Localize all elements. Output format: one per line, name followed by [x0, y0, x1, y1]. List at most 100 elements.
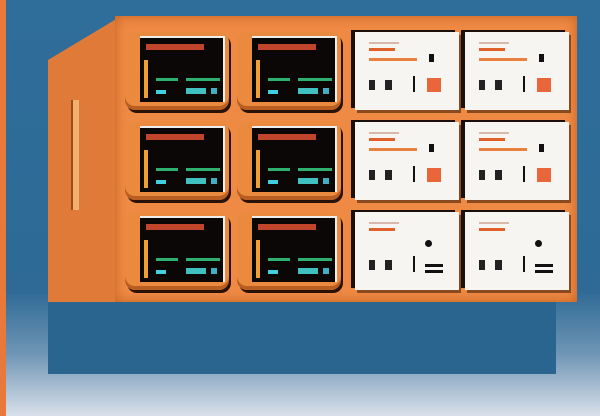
screen-c3-element	[323, 88, 329, 94]
screen-scr-element	[252, 126, 337, 192]
screen-g2-element	[298, 168, 332, 171]
monitor-screen-unit	[237, 212, 341, 290]
control-panel-unit	[355, 212, 459, 290]
side-handle-slot	[71, 100, 79, 210]
panel-sq-element	[427, 168, 441, 182]
cabinet-side-panel	[48, 18, 118, 302]
control-panel-unit	[465, 32, 569, 110]
panel-v-element	[413, 76, 415, 92]
panel-b2-element	[385, 80, 392, 90]
screen-g2-element	[186, 78, 220, 81]
screen-c1-element	[268, 90, 278, 94]
left-edge-strip	[0, 0, 6, 416]
screen-scr-element	[140, 216, 225, 282]
panel-dot-element	[535, 240, 542, 247]
screen-vbar-element	[144, 150, 148, 188]
panel-lbl-element	[479, 48, 505, 51]
panel-knob-element	[539, 144, 544, 152]
panel-b1-element	[369, 80, 375, 90]
screen-g1-element	[156, 258, 178, 261]
screen-scr-element	[252, 216, 337, 282]
cabinet-front	[115, 16, 577, 302]
panel-b1-element	[369, 170, 375, 180]
panel-sq-element	[537, 78, 551, 92]
screen-c2-element	[186, 88, 206, 94]
panel-lbl-element	[369, 48, 395, 51]
panel-sq-element	[427, 78, 441, 92]
screen-g2-element	[186, 168, 220, 171]
screen-scr-element	[140, 126, 225, 192]
screen-g2-element	[298, 78, 332, 81]
panel-v-element	[523, 166, 525, 182]
screen-vbar-element	[256, 60, 260, 98]
panel-lbl-element	[479, 138, 505, 141]
panel-t-element	[479, 222, 509, 224]
screen-c2-element	[298, 88, 318, 94]
monitor-screen-unit	[125, 32, 229, 110]
panel-b2-element	[495, 80, 502, 90]
control-panel-unit	[355, 122, 459, 200]
screen-c1-element	[268, 180, 278, 184]
screen-g1-element	[268, 258, 290, 261]
screen-c1-element	[268, 270, 278, 274]
screen-c2-element	[186, 268, 206, 274]
panel-b1-element	[479, 170, 485, 180]
panel-b2-element	[385, 170, 392, 180]
panel-line-element	[369, 148, 417, 151]
panel-knob-element	[429, 144, 434, 152]
panel-h-element	[425, 264, 443, 267]
panel-lbl-element	[369, 138, 395, 141]
control-panel-unit	[465, 122, 569, 200]
panel-b2-element	[385, 260, 392, 270]
screen-bar-element	[146, 44, 204, 50]
panel-b2-element	[495, 260, 502, 270]
screen-c1-element	[156, 270, 166, 274]
panel-knob-element	[429, 54, 434, 62]
screen-c3-element	[323, 268, 329, 274]
panel-b1-element	[479, 80, 485, 90]
screen-vbar-element	[144, 240, 148, 278]
panel-h-element	[535, 264, 553, 267]
panel-t-element	[369, 132, 399, 134]
screen-vbar-element	[144, 60, 148, 98]
panel-b1-element	[479, 260, 485, 270]
screen-g2-element	[298, 258, 332, 261]
screen-bar-element	[258, 224, 316, 230]
screen-c3-element	[211, 178, 217, 184]
panel-t-element	[479, 132, 509, 134]
screen-bar-element	[258, 134, 316, 140]
panel-v-element	[523, 256, 525, 272]
screen-g1-element	[268, 168, 290, 171]
panel-knob-element	[539, 54, 544, 62]
panel-sq-element	[537, 168, 551, 182]
panel-line-element	[479, 58, 527, 61]
control-panel-unit	[465, 212, 569, 290]
panel-t-element	[369, 222, 399, 224]
panel-v-element	[413, 166, 415, 182]
screen-bar-element	[146, 134, 204, 140]
screen-g2-element	[186, 258, 220, 261]
screen-g1-element	[156, 78, 178, 81]
monitor-screen-unit	[125, 122, 229, 200]
screen-c2-element	[298, 268, 318, 274]
screen-vbar-element	[256, 150, 260, 188]
panel-b2-element	[495, 170, 502, 180]
panel-v-element	[413, 256, 415, 272]
control-panel-unit	[355, 32, 459, 110]
screen-g1-element	[268, 78, 290, 81]
screen-c3-element	[211, 88, 217, 94]
panel-dot-element	[425, 240, 432, 247]
cabinet-base-shadow	[48, 290, 556, 374]
panel-lbl-element	[479, 228, 505, 231]
panel-line-element	[369, 58, 417, 61]
panel-lbl-element	[369, 228, 395, 231]
panel-v-element	[523, 76, 525, 92]
screen-c2-element	[298, 178, 318, 184]
screen-c1-element	[156, 90, 166, 94]
screen-scr-element	[140, 36, 225, 102]
monitor-screen-unit	[237, 122, 341, 200]
screen-scr-element	[252, 36, 337, 102]
panel-t-element	[479, 42, 509, 44]
monitor-screen-unit	[237, 32, 341, 110]
screen-c1-element	[156, 180, 166, 184]
